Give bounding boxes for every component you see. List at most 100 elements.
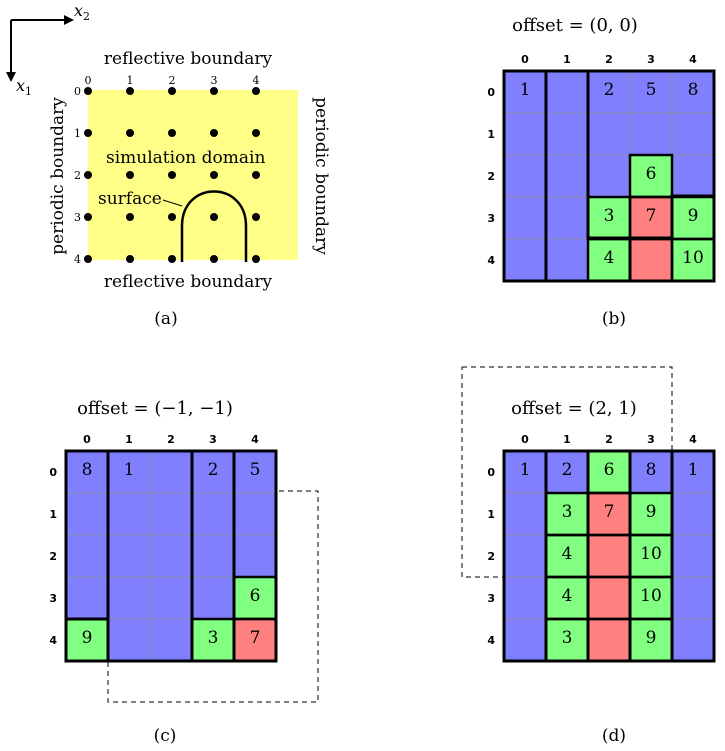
cell-number: 4 <box>604 248 615 268</box>
grid-cell <box>149 618 193 662</box>
grid-cell <box>545 196 589 240</box>
grid-cell <box>503 618 547 662</box>
grid-cell <box>671 534 715 578</box>
cell-number: 9 <box>646 502 657 522</box>
col-index-label: 3 <box>209 433 217 446</box>
grid-cell <box>503 492 547 536</box>
col-index-label: 0 <box>83 433 91 446</box>
cell-number: 1 <box>124 460 135 480</box>
cell-number: 4 <box>562 586 573 606</box>
grid-border <box>64 449 278 663</box>
grid-point <box>126 129 134 137</box>
cell-number: 10 <box>640 586 662 606</box>
grid-cell <box>149 450 193 494</box>
cell-number: 6 <box>604 460 615 480</box>
grid-point <box>252 87 260 95</box>
cell-number: 6 <box>250 586 261 606</box>
col-index-label: 3 <box>647 53 655 66</box>
grid-cell <box>671 112 715 156</box>
col-index-label: 0 <box>521 433 529 446</box>
cell-number: 7 <box>646 206 657 226</box>
grid-cell <box>545 70 589 114</box>
grid-point <box>252 171 260 179</box>
grid-cell <box>629 534 673 578</box>
grid-point <box>84 129 92 137</box>
col-index-label: 1 <box>563 53 571 66</box>
row-tick-label: 4 <box>74 253 81 266</box>
grid-cell <box>107 534 151 578</box>
grid-cell <box>545 154 589 198</box>
cell-number: 4 <box>562 544 573 564</box>
cell-number: 9 <box>82 628 93 648</box>
col-index-label: 1 <box>563 433 571 446</box>
col-index-label: 3 <box>647 433 655 446</box>
grid-cell <box>65 576 109 620</box>
cell-number: 1 <box>520 460 531 480</box>
region-outline-c <box>66 451 276 663</box>
grid-cell <box>107 576 151 620</box>
cell-number: 2 <box>562 460 573 480</box>
grid-cell <box>191 492 235 536</box>
cell-number: 2 <box>604 80 615 100</box>
cell-number: 2 <box>208 460 219 480</box>
caption-c: (c) <box>154 726 177 746</box>
grid-cell <box>629 618 673 662</box>
grid-cell <box>107 492 151 536</box>
col-index-label: 2 <box>605 53 613 66</box>
grid-cell <box>65 534 109 578</box>
row-tick-label: 0 <box>74 85 81 98</box>
grid-cell <box>545 238 589 282</box>
left-boundary-label: periodic boundary <box>48 97 68 255</box>
dashed-domain-c <box>107 490 319 703</box>
cell-number: 7 <box>604 502 615 522</box>
cell-number: 3 <box>562 628 573 648</box>
grid-point <box>252 255 260 263</box>
cell-number: 5 <box>250 460 261 480</box>
grid-cell <box>587 112 631 156</box>
col-index-label: 2 <box>605 433 613 446</box>
bottom-boundary-label: reflective boundary <box>104 272 273 292</box>
cell-number: 9 <box>688 206 699 226</box>
cell-number: 9 <box>646 628 657 648</box>
grid-point <box>84 171 92 179</box>
x2-arrowhead <box>64 15 74 25</box>
grid-point <box>210 87 218 95</box>
grid-cell <box>233 492 277 536</box>
grid-point <box>210 171 218 179</box>
surface-label: surface <box>98 189 162 209</box>
row-index-label: 4 <box>487 634 495 647</box>
col-tick-label: 0 <box>85 74 92 87</box>
panel-a: reflective boundary reflective boundary … <box>48 49 331 329</box>
offset-label-b: offset = (0, 0) <box>512 15 638 36</box>
axes-indicator: x1 x2 <box>6 1 90 98</box>
caption-b: (b) <box>602 309 626 329</box>
grid-point <box>84 213 92 221</box>
row-index-label: 1 <box>487 508 495 521</box>
surface-curve <box>180 190 248 262</box>
col-index-label: 4 <box>251 433 259 446</box>
row-index-label: 1 <box>487 128 495 141</box>
row-tick-label: 2 <box>74 169 81 182</box>
top-boundary-label: reflective boundary <box>104 49 273 69</box>
grid-cell <box>191 618 235 662</box>
cell-number: 10 <box>640 544 662 564</box>
grid-cell <box>503 238 547 282</box>
cell-number: 10 <box>682 248 704 268</box>
row-index-label: 3 <box>49 592 57 605</box>
grid-cell <box>65 492 109 536</box>
cell-number: 6 <box>646 164 657 184</box>
grid-cell <box>671 492 715 536</box>
grid-cell <box>629 112 673 156</box>
row-tick-label: 3 <box>74 211 81 224</box>
grid-border <box>502 69 716 283</box>
row-index-label: 4 <box>487 254 495 267</box>
grid-point <box>126 255 134 263</box>
grid-cell <box>629 196 673 240</box>
grid-cell <box>587 576 631 620</box>
grid-cell <box>503 196 547 240</box>
